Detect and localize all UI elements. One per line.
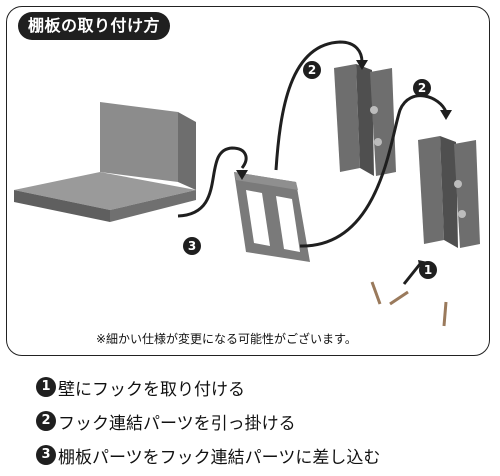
step-3-number: 3: [36, 445, 56, 465]
flow-paths: [177, 40, 448, 285]
spec-change-note: ※細かい仕様が変更になる可能性がございます。: [96, 332, 357, 346]
svg-text:1: 1: [424, 263, 432, 277]
step-1-number: 1: [36, 377, 56, 397]
diagram-title: 棚板の取り付け方: [18, 12, 171, 40]
callout-3: 3: [183, 237, 201, 255]
step-list: 1 壁にフックを取り付ける 2 フック連結パーツを引っ掛ける 3 棚板パーツをフ…: [36, 371, 496, 473]
diagram-frame: [6, 6, 490, 356]
step-1: 1 壁にフックを取り付ける: [36, 371, 496, 403]
callout-2-lower: 2: [413, 79, 431, 97]
wall-hook-lower: [418, 136, 480, 248]
hook-connector-part: [234, 172, 310, 262]
shelf-board: [14, 102, 196, 222]
svg-text:2: 2: [308, 63, 316, 77]
step-3-text: 棚板パーツをフック連結パーツに差し込む: [58, 447, 381, 468]
callout-2-upper: 2: [303, 61, 321, 79]
callout-1: 1: [419, 261, 437, 279]
wall-hook-upper: [334, 64, 396, 176]
step-2-text: フック連結パーツを引っ掛ける: [58, 413, 296, 434]
svg-text:3: 3: [188, 239, 196, 253]
step-1-text: 壁にフックを取り付ける: [58, 379, 245, 400]
screws: [370, 281, 448, 327]
step-2-number: 2: [36, 411, 56, 431]
svg-text:2: 2: [418, 81, 426, 95]
step-2: 2 フック連結パーツを引っ掛ける: [36, 405, 496, 437]
step-3: 3 棚板パーツをフック連結パーツに差し込む: [36, 439, 496, 471]
